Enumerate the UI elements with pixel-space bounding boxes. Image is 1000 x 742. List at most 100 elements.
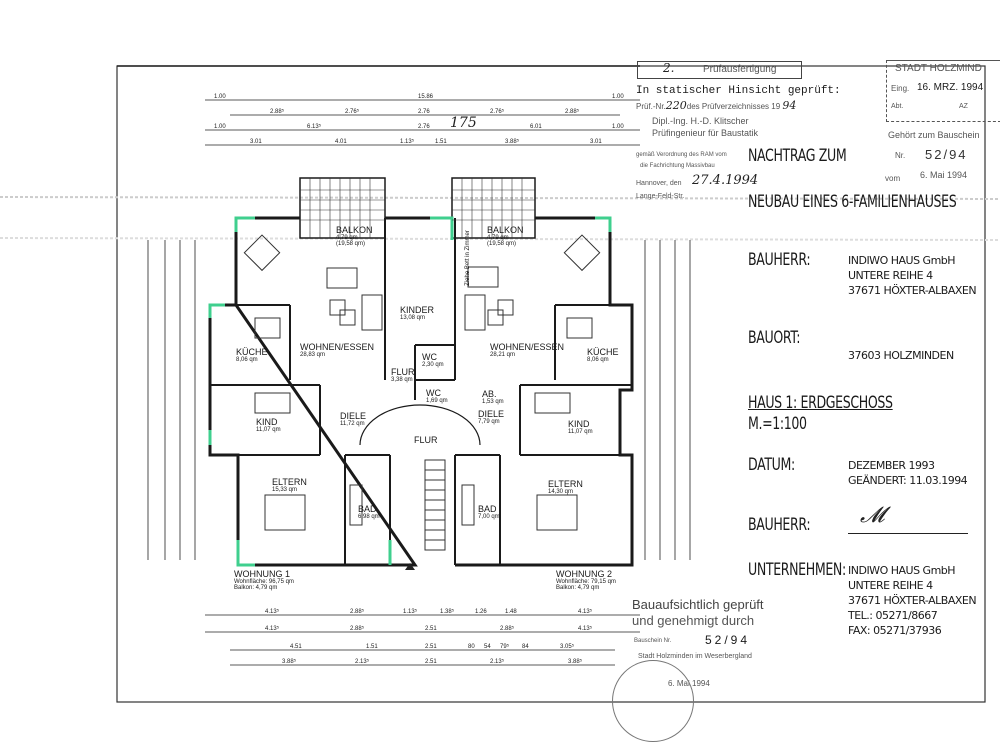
regulation-text: gemäß Verordnung des RAM vom (636, 152, 727, 158)
dimension-label: 1.48 (505, 609, 517, 615)
dimension-label: 1.00 (612, 124, 624, 130)
dimension-label: 3.05⁵ (560, 643, 575, 650)
bauherr-label: BAUHERR: (748, 250, 811, 270)
dimension-label: 3.88⁵ (282, 658, 297, 665)
dimension-label: 2.76 (418, 124, 430, 130)
eing-label: Eing. (891, 84, 910, 93)
field-text: die Fachrichtung Massivbau (640, 163, 715, 169)
room-name: KINDER (400, 305, 435, 315)
phone-line: TEL.: 05271/8667 (848, 609, 938, 622)
dimension-label: 4.13⁵ (265, 625, 280, 632)
dimension-label: 6.01 (530, 124, 542, 130)
number-suffix: des Prüfverzeichnisses 19 (686, 102, 781, 111)
address-line: INDIWO HAUS GmbH (848, 254, 956, 267)
abt-label: Abt. (891, 103, 904, 110)
dimension-label: 2.13⁵ (490, 658, 505, 665)
walls (208, 177, 634, 567)
unit-area: Wohnfläche: 96,75 qm (234, 579, 294, 585)
room-area: 2,30 qm (422, 362, 444, 368)
interior-walls (210, 218, 632, 565)
dimension-label: 1.51 (366, 644, 378, 650)
approval-schein-label: Bauschein Nr. (634, 638, 672, 644)
dimension-label: 4.13⁵ (578, 625, 593, 632)
approval-schein-number: 52/94 (705, 633, 751, 647)
dimension-label: 1.51 (435, 139, 447, 145)
title-line-1: NACHTRAG ZUM (748, 146, 847, 166)
unit-name: WOHNUNG 2 (556, 569, 612, 579)
title-line-2: NEUBAU EINES 6-FAMILIENHAUSES (748, 192, 957, 212)
datum-changed: GEÄNDERT: 11.03.1994 (848, 474, 968, 487)
static-check-heading: In statischer Hinsicht geprüft: (636, 85, 841, 97)
dimension-label: 84 (522, 644, 529, 650)
room-name: ELTERN (272, 477, 307, 487)
room-area: 28,21 qm (490, 352, 516, 358)
handwritten-dimension: 175 (450, 115, 477, 131)
dimension-label: 1.00 (214, 94, 226, 100)
dimension-label: 79⁵ (500, 643, 510, 650)
dimension-label: 6.13⁵ (307, 123, 322, 130)
entrance-arrow-icon (405, 563, 415, 570)
engineer-role: Prüfingenieur für Baustatik (652, 128, 759, 138)
room-area: (19,58 qm) (487, 241, 517, 247)
approval-authority: Stadt Holzminden im Weserbergland (638, 653, 752, 660)
unit-area: Wohnfläche: 79,15 qm (556, 579, 616, 585)
room-name: FLUR (391, 367, 415, 377)
dimension-label: 2.51 (425, 626, 437, 632)
room-area: 1,69 qm (426, 398, 448, 404)
bauschein-label: Gehört zum Bauschein (888, 130, 980, 140)
dimension-label: 1.00 (214, 124, 226, 130)
room-name: WC (426, 388, 441, 398)
city-stamp: STADT HOLZMIND Eing. 16. MRZ. 1994 Abt. … (886, 60, 1000, 122)
room-name: WOHNEN/ESSEN (490, 342, 565, 352)
dimension-label: 2.88⁵ (350, 608, 365, 615)
unit-balcony: Balkon: 4,79 qm (234, 585, 278, 591)
dimension-label: 2.88⁵ (500, 625, 515, 632)
bed-note: Ziehe Bett in Zimmer (464, 230, 471, 286)
dimension-chains (147, 99, 691, 666)
approval-line-1: Bauaufsichtlich geprüft (632, 597, 764, 612)
address-line: 37671 HÖXTER-ALBAXEN (848, 594, 977, 607)
unit-name: WOHNUNG 1 (234, 569, 290, 579)
room-area: 1,53 qm (482, 399, 504, 405)
bauherr-signature-label: BAUHERR: (748, 515, 811, 535)
room-name: AB. (482, 389, 497, 399)
official-seal (612, 660, 694, 742)
room-flur: FLUR (414, 436, 438, 445)
address-line: 37671 HÖXTER-ALBAXEN (848, 284, 977, 297)
street-text: Lange-Feld-Str. (636, 193, 685, 200)
dimension-label: 3.01 (590, 139, 602, 145)
room-area: 14,30 qm (548, 489, 574, 495)
number-value: 220 (665, 99, 687, 112)
dimension-label: 3.88⁵ (568, 658, 583, 665)
dimension-label: 4.51 (290, 644, 302, 650)
room-area: 8,06 qm (587, 357, 609, 363)
dimension-label: 1.00 (612, 94, 624, 100)
room-area: 11,07 qm (568, 429, 593, 435)
dimension-label: 3.88⁵ (505, 138, 520, 145)
room-area: 13,08 qm (400, 315, 426, 321)
dimension-label: 3.01 (250, 139, 262, 145)
room-name: KIND (256, 417, 278, 427)
room-area: 28,83 qm (300, 352, 326, 358)
room-name: BAD (478, 504, 497, 514)
dimension-labels: 1.00 15.86 1.00 2.88⁵ 2.76⁵ 2.76 2.76⁵ 2… (214, 94, 624, 665)
approval-line-2: und genehmigt durch (632, 613, 755, 628)
dimension-label: 1.26 (475, 609, 487, 615)
place-date-label: Hannover, den (636, 180, 682, 187)
pruefausfertigung-stamp: 2. Prüfausfertigung (637, 61, 802, 79)
room-name: KIND (568, 419, 590, 429)
dimension-label: 2.51 (425, 659, 437, 665)
copy-number: 2. (663, 61, 675, 75)
